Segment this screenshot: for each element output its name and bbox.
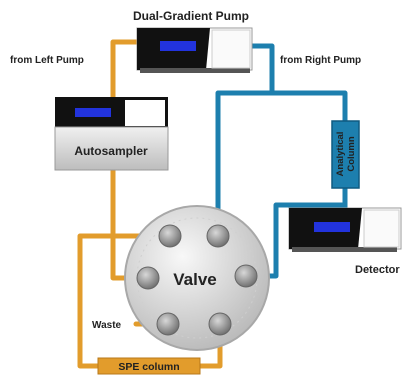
waste-label: Waste [92, 320, 122, 331]
spe-column-label: SPE column [118, 361, 179, 373]
spe-column [97, 357, 201, 375]
left-pump-label: from Left Pump [10, 55, 84, 66]
spe-loop-line [77, 233, 173, 369]
valve-port-bottom-right [208, 312, 232, 336]
detector-display [314, 222, 350, 232]
valve-top-to-pump-line [215, 90, 275, 235]
valve-port-left [136, 266, 160, 290]
valve-port-top-left [158, 224, 182, 248]
detector [288, 207, 402, 252]
autosampler-label: Autosampler [74, 144, 148, 158]
pump-label: Dual-Gradient Pump [133, 9, 249, 23]
analytical-column-label-1: Analytical [335, 132, 346, 177]
detector-label: Detector [355, 264, 400, 276]
analytical-column-label-2: Column [346, 136, 357, 172]
autosampler-display [75, 108, 111, 117]
valve-ports [136, 224, 258, 336]
pump-display [160, 41, 196, 51]
autosampler [54, 97, 169, 171]
valve-port-top-right [206, 224, 230, 248]
pump-to-autosampler-line [110, 39, 140, 100]
dual-gradient-pump [136, 27, 253, 73]
right-pump-label: from Right Pump [280, 55, 361, 66]
analytical-column [331, 120, 360, 189]
valve-port-bottom-left [156, 312, 180, 336]
valve-port-right [234, 264, 258, 288]
valve-label: Valve [173, 270, 217, 289]
